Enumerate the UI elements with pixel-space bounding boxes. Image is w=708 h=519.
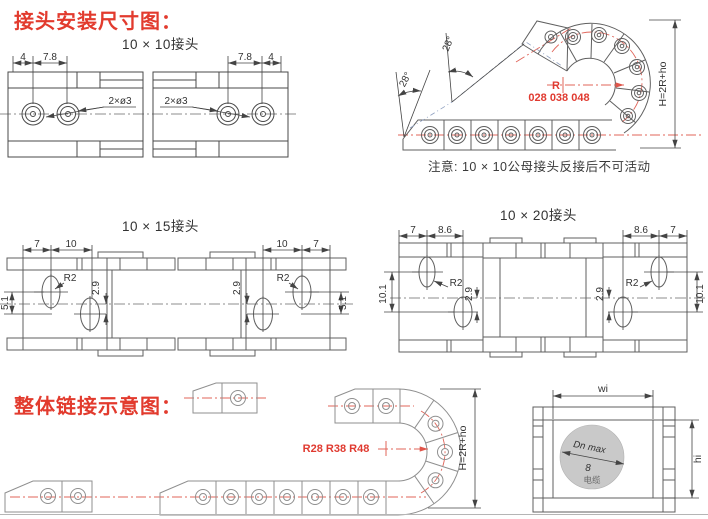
joint-10x15-drawing: 7 10 5.1 R2 2.9 [0,239,356,357]
dim-10x15-right-edge: 7 [313,239,319,250]
radius-prefix-label: R [552,80,560,92]
cross-section-diagram: Dn max 8 电缆 wi hi [532,383,704,513]
cable-diameter-value: 8 [585,463,591,474]
slot-radius-10x15-right: R2 [277,273,290,284]
dim-10x15-left-side: 5.1 [0,296,11,310]
dim-10x15-left-offset: 2.9 [91,281,102,295]
chain-link-holes [421,126,601,144]
hole-callout-left: 2×ø3 [108,96,132,107]
dim-10x15-right-pitch: 10 [276,239,288,250]
dim-10x10-left-pitch: 7.8 [43,52,57,63]
dim-10x10-left-edge: 4 [20,52,26,63]
dim-10x20-left-pitch: 8.6 [438,225,452,236]
angle-label-upper: 28° [441,35,457,53]
radius-values-label: 028 038 048 [528,92,589,104]
dim-10x15-right-side: 5.1 [338,296,349,310]
dim-10x20-right-pitch: 8.6 [634,225,648,236]
slot-radius-10x15-left: R2 [64,273,77,284]
inner-width-label: wi [597,383,608,395]
assembly-section-title: 整体链接示意图： [14,396,182,418]
dim-10x20-left-offset: 2.9 [464,287,475,301]
slot-radius-10x20-right: R2 [626,278,639,289]
dim-10x10-right-pitch: 7.8 [238,52,252,63]
dim-10x20-left-edge: 7 [410,225,416,236]
cable-label: 电缆 [583,475,601,485]
dim-10x20-right-side: 10.1 [695,284,706,304]
chain-bend-diagram: 28° 28° R 028 038 048 H=2R+ho [395,19,703,151]
joint-10x20-title: 10 × 20接头 [500,208,577,223]
dim-10x15-left-pitch: 10 [65,239,77,250]
inner-height-label: hi [692,455,704,463]
joint-10x20-drawing: 7 8.6 10.1 R2 2.9 [378,225,706,358]
joint-10x15-title: 10 × 15接头 [122,219,199,234]
slot-radius-10x20-left: R2 [450,278,463,289]
install-section-title: 接头安装尺寸图： [14,11,182,33]
dim-10x10-right-edge: 4 [268,52,274,63]
dim-10x20-right-offset: 2.9 [595,287,606,301]
joint-10x10-drawing: 4 7.8 7.8 4 2×ø3 2×ø3 [0,52,296,158]
dim-10x15-left-edge: 7 [34,239,40,250]
dim-10x15-right-offset: 2.9 [232,281,243,295]
reverse-connect-note: 注意: 10 × 10公母接头反接后不可活动 [428,160,651,174]
angle-label-lower: 28° [397,71,414,90]
dim-10x20-right-edge: 7 [670,225,676,236]
height-formula-top: H=2R+ho [657,61,669,106]
joint-10x10-title: 10 × 10接头 [122,37,199,52]
height-formula-bottom: H=2R+ho [457,425,469,470]
hole-callout-right: 2×ø3 [164,96,188,107]
bend-radius-values: R28 R38 R48 [303,443,370,455]
chain-assembly-diagram: R28 R38 R48 H=2R+ho [4,382,481,516]
dim-10x20-left-side: 10.1 [378,284,389,304]
